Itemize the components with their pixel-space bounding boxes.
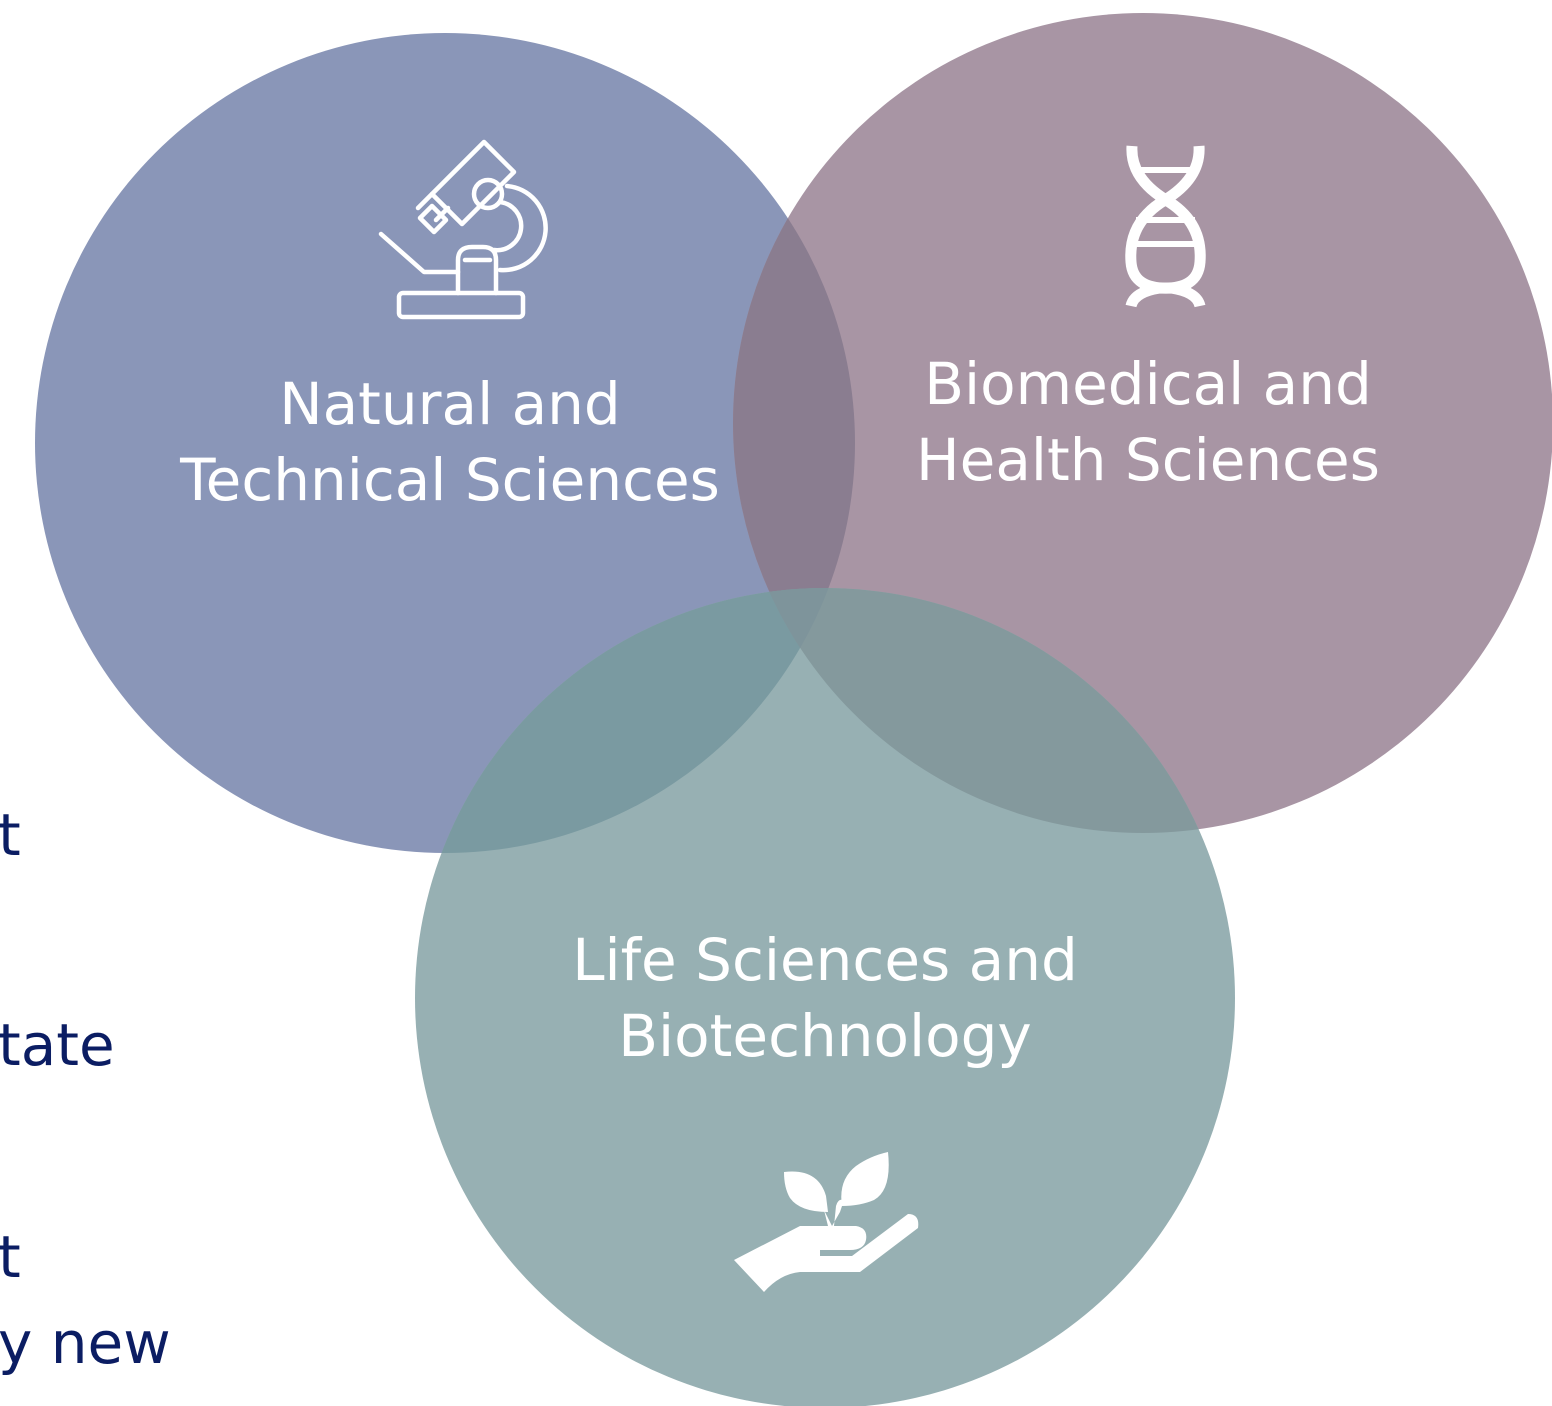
side-text-fragment-2: tate [0, 1011, 115, 1079]
overlap-biomedical-life [733, 588, 1235, 833]
side-text-fragment-3: t [0, 1223, 21, 1291]
label-natural-technical-line-2: Technical Sciences [180, 446, 720, 514]
label-biomedical-health: Biomedical and Health Sciences [868, 346, 1428, 498]
label-natural-technical-line-1: Natural and [279, 370, 621, 438]
label-natural-technical: Natural and Technical Sciences [170, 366, 730, 518]
side-text-fragment-1: t [0, 801, 21, 869]
overlap-natural-life [415, 588, 855, 853]
microscope-icon [378, 139, 548, 320]
dna-icon [1125, 145, 1206, 308]
label-life-biotech-line-2: Biotechnology [618, 1002, 1032, 1070]
plant-in-hand-icon [734, 1152, 919, 1292]
label-biomedical-health-line-2: Health Sciences [916, 426, 1380, 494]
label-biomedical-health-line-1: Biomedical and [924, 350, 1372, 418]
label-life-biotech-line-1: Life Sciences and [572, 926, 1078, 994]
label-life-biotech: Life Sciences and Biotechnology [545, 922, 1105, 1074]
side-text-fragment-4: y new [0, 1309, 171, 1377]
